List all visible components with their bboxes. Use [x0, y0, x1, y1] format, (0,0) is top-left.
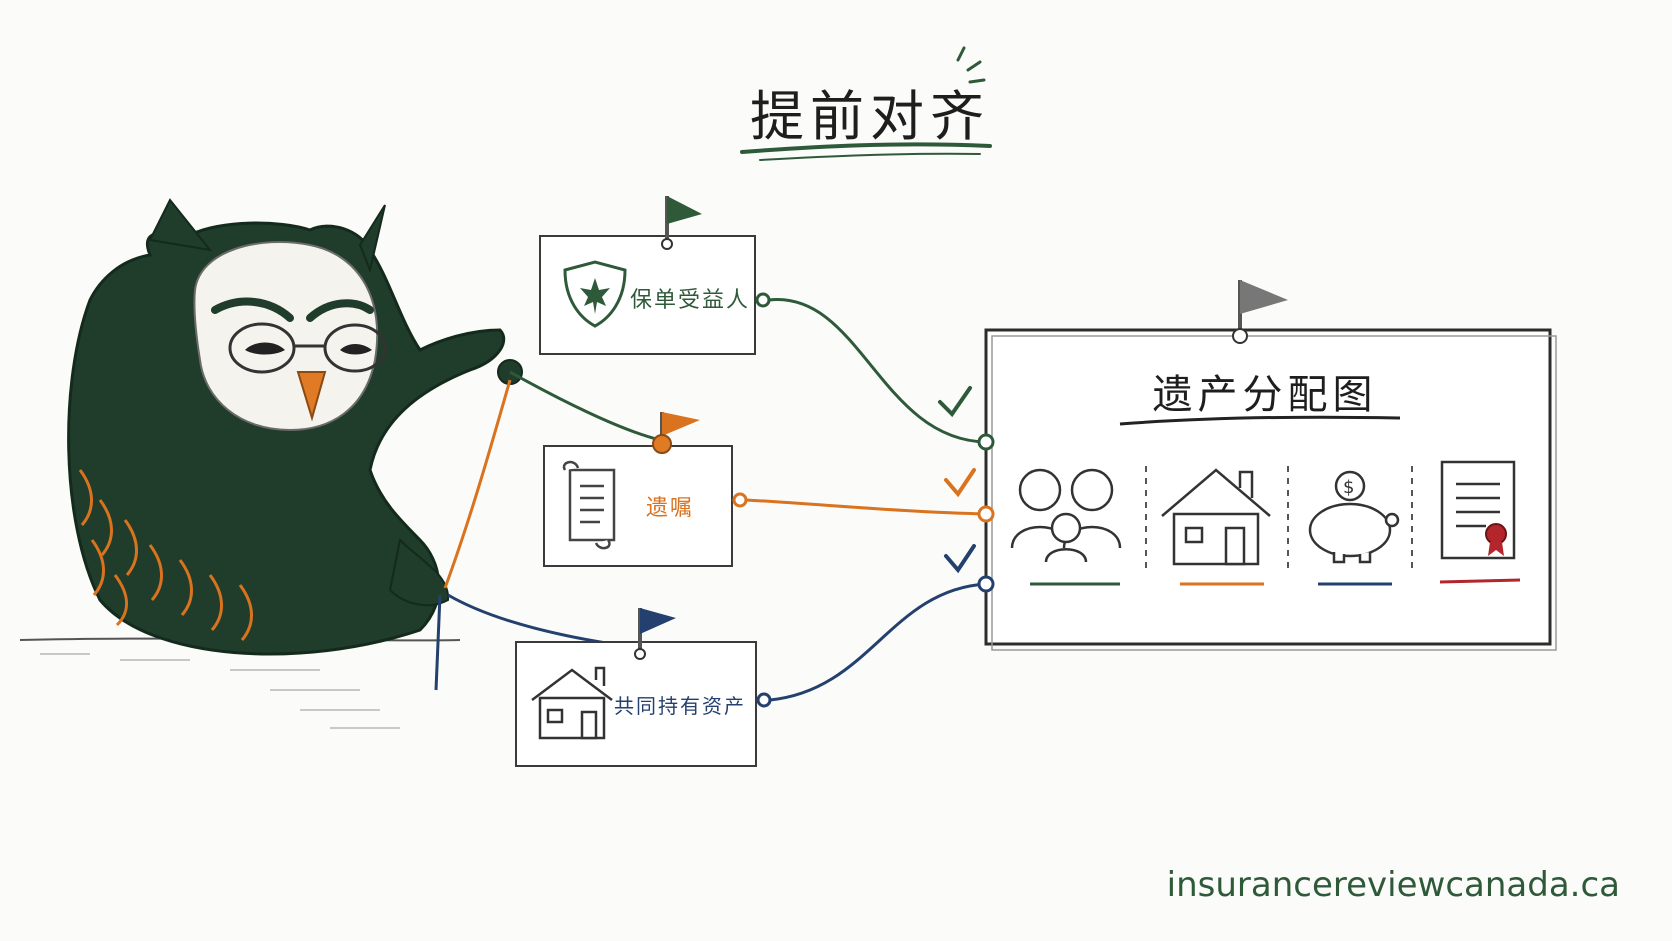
- section-bar-certificate: [1439, 578, 1521, 584]
- connector-blue: [769, 582, 987, 702]
- dollar-symbol: $: [1343, 477, 1354, 498]
- flag-grey: [1240, 280, 1288, 314]
- footer-url[interactable]: insurancereviewcanada.ca: [1166, 865, 1620, 905]
- card-joint-assets: [515, 608, 772, 767]
- card-beneficiary: [539, 196, 771, 355]
- map-title-underline: [1119, 415, 1401, 426]
- piggy-bank-icon: [1308, 470, 1400, 564]
- check-orange: [944, 468, 976, 498]
- check-blue: [944, 544, 976, 574]
- source-label-beneficiary: 保单受益人: [630, 288, 751, 313]
- title-underline: [740, 142, 992, 154]
- certificate-icon: [1440, 460, 1516, 560]
- connector-orange: [745, 498, 987, 516]
- owl-string-green: [509, 370, 661, 442]
- card-will: [543, 412, 748, 567]
- owl-string-blue: [447, 593, 641, 650]
- estate-map-title: 遗产分配图: [1152, 372, 1378, 418]
- title-spark: [956, 46, 986, 84]
- page-title: 提前对齐: [750, 85, 990, 148]
- desk-hatching: [40, 653, 400, 729]
- house-icon: [531, 666, 613, 740]
- check-green: [938, 386, 972, 418]
- title-underline-2: [759, 152, 981, 161]
- house-icon: [1161, 468, 1271, 566]
- estate-map-card: $: [977, 280, 1557, 651]
- owl-string-orange: [443, 379, 512, 589]
- source-label-will: 遗嘱: [646, 496, 695, 521]
- owl-illustration: [67, 198, 523, 656]
- family-icon: [1010, 468, 1122, 563]
- owl-string-blue-drop: [434, 594, 442, 691]
- seal-icon: [1485, 523, 1507, 545]
- connector-green: [768, 298, 987, 444]
- scroll-icon: [562, 460, 616, 550]
- source-label-joint-assets: 共同持有资产: [614, 694, 746, 718]
